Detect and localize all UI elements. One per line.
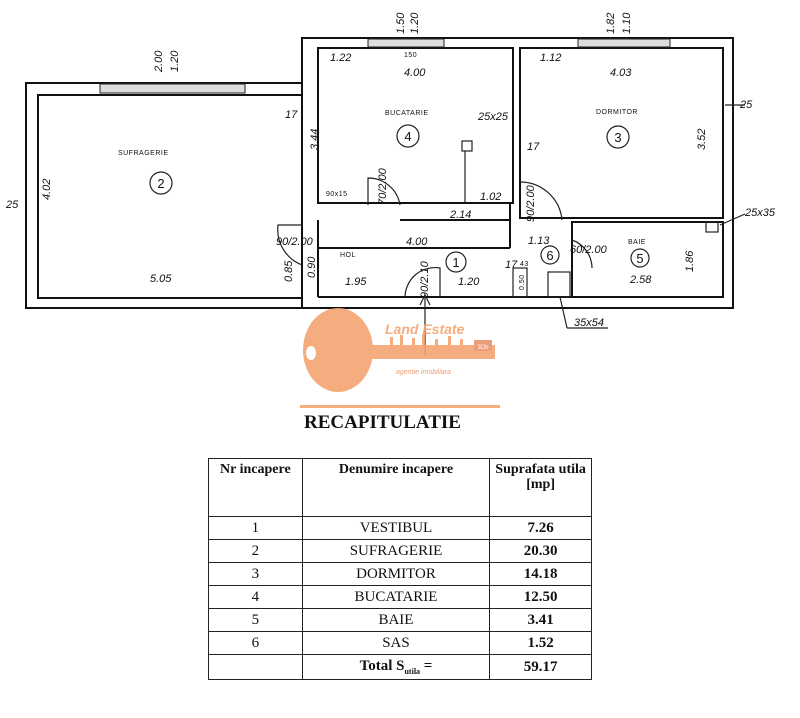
room-label-hol: HOL (340, 252, 356, 259)
svg-text:agentie imobiliara: agentie imobiliara (396, 369, 451, 376)
svg-text:25: 25 (739, 99, 753, 111)
svg-text:1.50: 1.50 (395, 12, 407, 34)
table-header: Nr incapere Denumire incapere Suprafata … (208, 458, 592, 517)
svg-text:60/2.00: 60/2.00 (570, 244, 608, 256)
room-label-baie: BAIE (628, 239, 646, 246)
room-number-3: 3 (614, 130, 621, 145)
land-estate-logo: 3Db Land Estate agentie imobiliara (300, 308, 500, 408)
svg-text:17: 17 (285, 109, 298, 121)
svg-text:Land Estate: Land Estate (385, 321, 465, 337)
svg-text:5.05: 5.05 (150, 273, 172, 285)
svg-text:25x25: 25x25 (477, 111, 509, 123)
svg-text:1.82: 1.82 (605, 13, 617, 34)
room-label-dormitor: DORMITOR (596, 109, 638, 116)
svg-text:90x15: 90x15 (326, 191, 348, 198)
svg-text:1.13: 1.13 (528, 235, 550, 247)
svg-text:1.20: 1.20 (409, 12, 421, 34)
total-area: 59.17 (489, 654, 592, 680)
svg-text:90/2.00: 90/2.00 (276, 236, 314, 248)
svg-text:90/2.10: 90/2.10 (419, 260, 431, 298)
header-area: Suprafata utila [mp] (489, 458, 592, 517)
recap-title: RECAPITULATIE (304, 412, 461, 433)
svg-text:2.00: 2.00 (153, 50, 165, 73)
dimension-labels: 2.00 1.20 1.50 1.20 1.82 1.10 1.22 150 1… (5, 12, 776, 329)
svg-text:1.22: 1.22 (330, 52, 351, 64)
svg-text:1.10: 1.10 (621, 12, 633, 34)
svg-text:3Db: 3Db (477, 345, 489, 351)
svg-text:1.12: 1.12 (540, 52, 561, 64)
room-label-sufragerie: SUFRAGERIE (118, 150, 169, 157)
svg-text:2.14: 2.14 (449, 209, 471, 221)
svg-text:4.03: 4.03 (610, 67, 632, 79)
svg-text:4.02: 4.02 (41, 179, 53, 200)
svg-text:43: 43 (520, 261, 529, 268)
key-blade-icon (365, 345, 495, 359)
svg-text:4.00: 4.00 (406, 236, 428, 248)
svg-text:1.95: 1.95 (345, 276, 367, 288)
svg-text:90/2.00: 90/2.00 (525, 184, 537, 222)
svg-text:0.85: 0.85 (283, 260, 295, 282)
svg-text:35x54: 35x54 (574, 317, 604, 329)
room-number-4: 4 (404, 129, 411, 144)
svg-text:1.02: 1.02 (480, 191, 501, 203)
key-bow-icon (303, 308, 373, 392)
svg-text:17: 17 (505, 259, 518, 271)
svg-text:25: 25 (5, 199, 19, 211)
duct-box (461, 140, 473, 152)
room-number-1: 1 (452, 255, 459, 270)
svg-text:4.00: 4.00 (404, 67, 426, 79)
total-label: Total Sutila = (301, 654, 491, 680)
svg-text:150: 150 (404, 52, 417, 59)
svg-text:0.90: 0.90 (306, 256, 318, 278)
table-total-row: Total Sutila = 59.17 (208, 654, 592, 680)
room-number-6: 6 (546, 248, 553, 263)
room-label-bucatarie: BUCATARIE (385, 110, 429, 117)
header-name: Denumire incapere (301, 458, 491, 517)
svg-text:3.44: 3.44 (309, 129, 321, 150)
svg-text:2.58: 2.58 (629, 274, 652, 286)
svg-text:1.20: 1.20 (169, 50, 181, 72)
recap-table: Nr incapere Denumire incapere Suprafata … (208, 458, 592, 680)
svg-text:3.52: 3.52 (696, 129, 708, 150)
walls (25, 37, 734, 309)
windows (99, 38, 671, 94)
svg-text:1.86: 1.86 (684, 250, 696, 272)
svg-text:70/2.00: 70/2.00 (377, 167, 389, 205)
floor-plan: SUFRAGERIE 2 BUCATARIE 4 DORMITOR 3 HOL … (5, 12, 776, 408)
svg-text:25x35: 25x35 (744, 207, 776, 219)
room-number-5: 5 (636, 251, 643, 266)
room-number-2: 2 (157, 176, 164, 191)
svg-text:0.50: 0.50 (519, 274, 526, 290)
header-nr: Nr incapere (208, 458, 303, 517)
svg-text:17: 17 (527, 141, 540, 153)
svg-text:1.20: 1.20 (458, 276, 480, 288)
door-swings (277, 177, 593, 298)
shaft-hatch (547, 271, 571, 298)
